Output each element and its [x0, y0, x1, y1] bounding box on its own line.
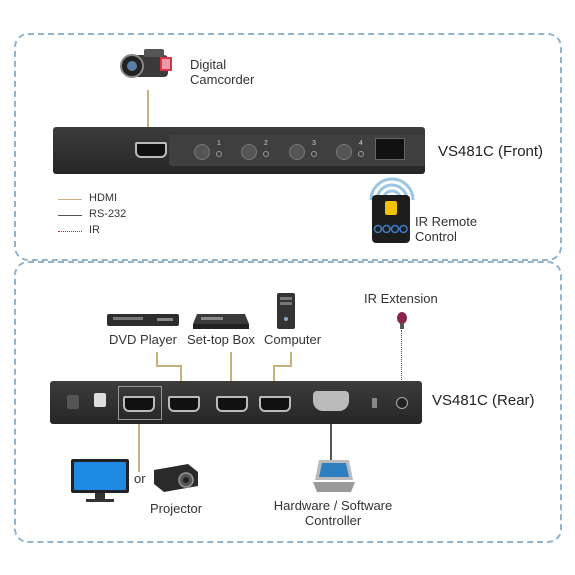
- hdmi-output-highlight: [118, 386, 162, 420]
- controller-label-line1: Hardware / Software: [273, 498, 393, 513]
- rear-hdmi-input-1: [168, 396, 200, 412]
- ir-remote-label-line1: IR Remote: [415, 214, 478, 229]
- rear-hdmi-input-3: [259, 396, 291, 412]
- power-jack: [94, 393, 106, 407]
- source-label-computer: Computer: [264, 332, 322, 347]
- front-hdmi-port: [135, 142, 167, 158]
- front-led-1: [216, 151, 222, 157]
- source-label-dvd-player: DVD Player: [109, 332, 177, 347]
- rear-panel: [14, 261, 562, 543]
- controller-label: Hardware / Software Controller: [270, 498, 396, 528]
- set-top-box-icon: [193, 314, 249, 329]
- projector-label: Projector: [150, 501, 203, 516]
- ir-extension-cable: [401, 330, 402, 382]
- legend-ir-line: [58, 231, 82, 232]
- ir-remote-label: IR Remote Control: [415, 214, 477, 244]
- vs481c-rear-device: [50, 381, 422, 424]
- controller-icon: [313, 460, 355, 492]
- ir-extension-icon: [397, 312, 407, 329]
- front-button-1[interactable]: [194, 144, 210, 160]
- front-panel: [14, 33, 562, 261]
- legend-ir-label: IR: [89, 224, 100, 236]
- projector-icon: [154, 464, 198, 492]
- front-button-number-4: 4: [359, 140, 363, 147]
- front-button-number-1: 1: [217, 140, 221, 147]
- rear-hdmi-input-2: [216, 396, 248, 412]
- rs232-wire: [330, 424, 332, 460]
- front-button-4[interactable]: [336, 144, 352, 160]
- or-label: or: [134, 471, 146, 486]
- rs232-port: [313, 391, 349, 411]
- legend-hdmi-label: HDMI: [89, 192, 118, 204]
- legend-rs232-label: RS-232: [89, 208, 127, 220]
- ir-remote-icon: [372, 195, 410, 243]
- front-button-2[interactable]: [241, 144, 257, 160]
- camcorder-icon: [120, 49, 172, 78]
- power-switch[interactable]: [67, 395, 79, 409]
- front-led-4: [358, 151, 364, 157]
- ir-receiver-window: [375, 138, 405, 160]
- front-led-2: [263, 151, 269, 157]
- ir-remote-label-line2: Control: [415, 229, 457, 244]
- front-button-3[interactable]: [289, 144, 305, 160]
- ir-extension-port: [372, 398, 377, 408]
- front-led-3: [311, 151, 317, 157]
- source-label-set-top-box: Set-top Box: [187, 332, 255, 347]
- front-button-number-3: 3: [312, 140, 316, 147]
- front-button-number-2: 2: [264, 140, 268, 147]
- camcorder-label-line2: Camcorder: [190, 72, 255, 87]
- hdmi-wire-output: [138, 424, 140, 472]
- computer-icon: [277, 293, 295, 329]
- camcorder-label-line1: Digital: [190, 57, 227, 72]
- hdmi-wire-camcorder: [147, 90, 149, 144]
- dvd-player-icon: [107, 314, 179, 326]
- ir-extension-jack: [396, 397, 408, 409]
- ir-extension-label: IR Extension: [364, 291, 438, 306]
- rear-device-label: VS481C (Rear): [432, 392, 535, 409]
- front-device-label: VS481C (Front): [438, 143, 544, 160]
- vs481c-front-device: 1 2 3 4: [53, 127, 425, 174]
- legend-hdmi-line: [58, 199, 82, 200]
- controller-label-line2: Controller: [304, 513, 362, 528]
- legend-rs232-line: [58, 215, 82, 216]
- monitor-icon: [71, 459, 129, 502]
- camcorder-label: Digital Camcorder: [190, 57, 254, 87]
- rear-hdmi-output-port: [123, 396, 155, 412]
